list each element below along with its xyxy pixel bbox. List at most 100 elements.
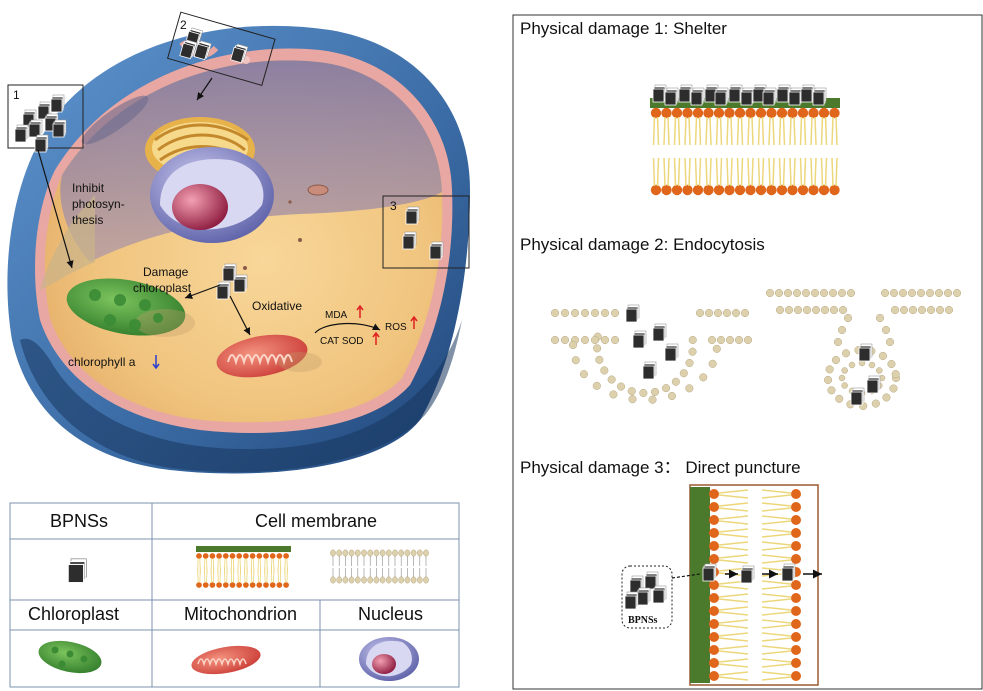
- legend-membrane-orange: [195, 546, 291, 589]
- bpnss-tag-box: [621, 565, 673, 629]
- damage-panel-frame: [512, 14, 983, 690]
- bpns-sheet: [690, 87, 705, 106]
- lipid: [818, 157, 830, 196]
- legend-bpnss-header: BPNSs: [50, 511, 108, 531]
- legend-chloroplast-icon: [38, 640, 102, 674]
- bpns-sheet: [664, 87, 679, 106]
- lipid: [660, 157, 673, 196]
- box-2-number: 2: [180, 18, 187, 32]
- lipid: [650, 107, 662, 146]
- legend-bpns-icon: [67, 558, 87, 584]
- damage-label-1: Damage: [143, 265, 189, 279]
- box-3-number: 3: [390, 199, 397, 213]
- bpns-sheet: [728, 84, 743, 103]
- lipid: [702, 157, 715, 196]
- lipid: [692, 157, 704, 196]
- lipid: [828, 157, 841, 196]
- puncture-title: Physical damage 3： Direct puncture: [520, 458, 801, 477]
- bpns-sheet: [850, 387, 865, 406]
- lipid: [755, 157, 767, 196]
- lipid: [650, 157, 662, 196]
- bpns-sheet: [678, 84, 693, 103]
- puncture-membrane: [689, 484, 819, 686]
- lipid: [744, 157, 757, 196]
- lipid: [765, 107, 778, 146]
- bpns-sheet: [762, 87, 777, 106]
- legend-nucleus-icon: [359, 637, 419, 681]
- lipid: [786, 157, 799, 196]
- bpns-sheet: [866, 375, 881, 394]
- shelter-membrane: [650, 98, 841, 196]
- ros-up-arrow-icon: [410, 315, 418, 329]
- lipid: [681, 107, 694, 146]
- legend-membrane-header: Cell membrane: [255, 511, 377, 531]
- lipid: [713, 107, 725, 146]
- inhibit-label-1: Inhibit: [72, 181, 105, 195]
- endocytosis-title: Physical damage 2: Endocytosis: [520, 235, 765, 254]
- mda-label: MDA: [325, 310, 348, 321]
- bpns-sheet: [652, 323, 667, 342]
- cat-sod-label: CAT SOD: [320, 336, 364, 347]
- lipid: [744, 107, 757, 146]
- legend-chloroplast-header: Chloroplast: [28, 604, 119, 624]
- bpns-sheet: [740, 87, 755, 106]
- lipid: [660, 107, 673, 146]
- bpns-sheet: [664, 343, 679, 362]
- bpns-sheet: [858, 343, 873, 362]
- damage-label-2: chloroplast: [133, 281, 192, 295]
- chlorophyll-label: chlorophyll a: [68, 355, 136, 369]
- lipid: [828, 107, 841, 146]
- cat-sod-up-arrow-icon: [372, 331, 380, 345]
- lipid: [797, 157, 809, 196]
- bpns-sheet: [788, 87, 803, 106]
- lipid: [734, 157, 746, 196]
- lipid: [723, 157, 736, 196]
- bpns-sheet: [652, 84, 667, 103]
- lipid: [734, 107, 746, 146]
- legend-mitochondrion-icon: [191, 645, 261, 675]
- puncture-bpnss-path: [671, 563, 822, 584]
- lipid: [702, 107, 715, 146]
- inhibit-label-2: photosyn-: [72, 197, 125, 211]
- endocytosis-vesicle-open: [550, 304, 753, 404]
- shelter-title: Physical damage 1: Shelter: [520, 19, 727, 38]
- mda-up-arrow-icon: [356, 304, 364, 318]
- pathway-arrows: [37, 77, 381, 336]
- bpns-sheet: [776, 84, 791, 103]
- box-3: [382, 195, 470, 269]
- bpns-sheet: [625, 304, 640, 323]
- lipid: [671, 157, 683, 196]
- lipid: [776, 157, 788, 196]
- lipid: [765, 157, 778, 196]
- plant-cell: [7, 25, 470, 474]
- lipid: [723, 107, 736, 146]
- lipid: [692, 107, 704, 146]
- legend-membrane-pale: [330, 549, 429, 584]
- ros-label: ROS: [385, 322, 407, 333]
- lipid: [776, 107, 788, 146]
- lipid: [818, 107, 830, 146]
- lipid: [786, 107, 799, 146]
- chlorophyll-down-arrow-icon: [152, 355, 160, 370]
- legend-nucleus-header: Nucleus: [358, 604, 423, 624]
- lipid: [807, 157, 820, 196]
- bpns-sheet: [800, 84, 815, 103]
- box-1-number: 1: [13, 88, 20, 102]
- legend-mitochondrion-header: Mitochondrion: [184, 604, 297, 624]
- inhibit-label-3: thesis: [72, 213, 103, 227]
- bpnss-tag-label: BPNSs: [628, 615, 658, 626]
- bpns-sheet: [714, 87, 729, 106]
- bpns-sheet: [812, 87, 827, 106]
- lipid: [797, 107, 809, 146]
- lipid: [671, 107, 683, 146]
- bpns-sheet: [632, 330, 647, 349]
- oxidative-label: Oxidative: [252, 299, 302, 313]
- bpns-sheet: [642, 361, 657, 380]
- legend-table: [9, 502, 460, 688]
- box-2: [166, 11, 276, 86]
- endocytosis-vesicle-closed: [765, 288, 962, 411]
- lipid: [681, 157, 694, 196]
- lipid: [807, 107, 820, 146]
- lipid: [713, 157, 725, 196]
